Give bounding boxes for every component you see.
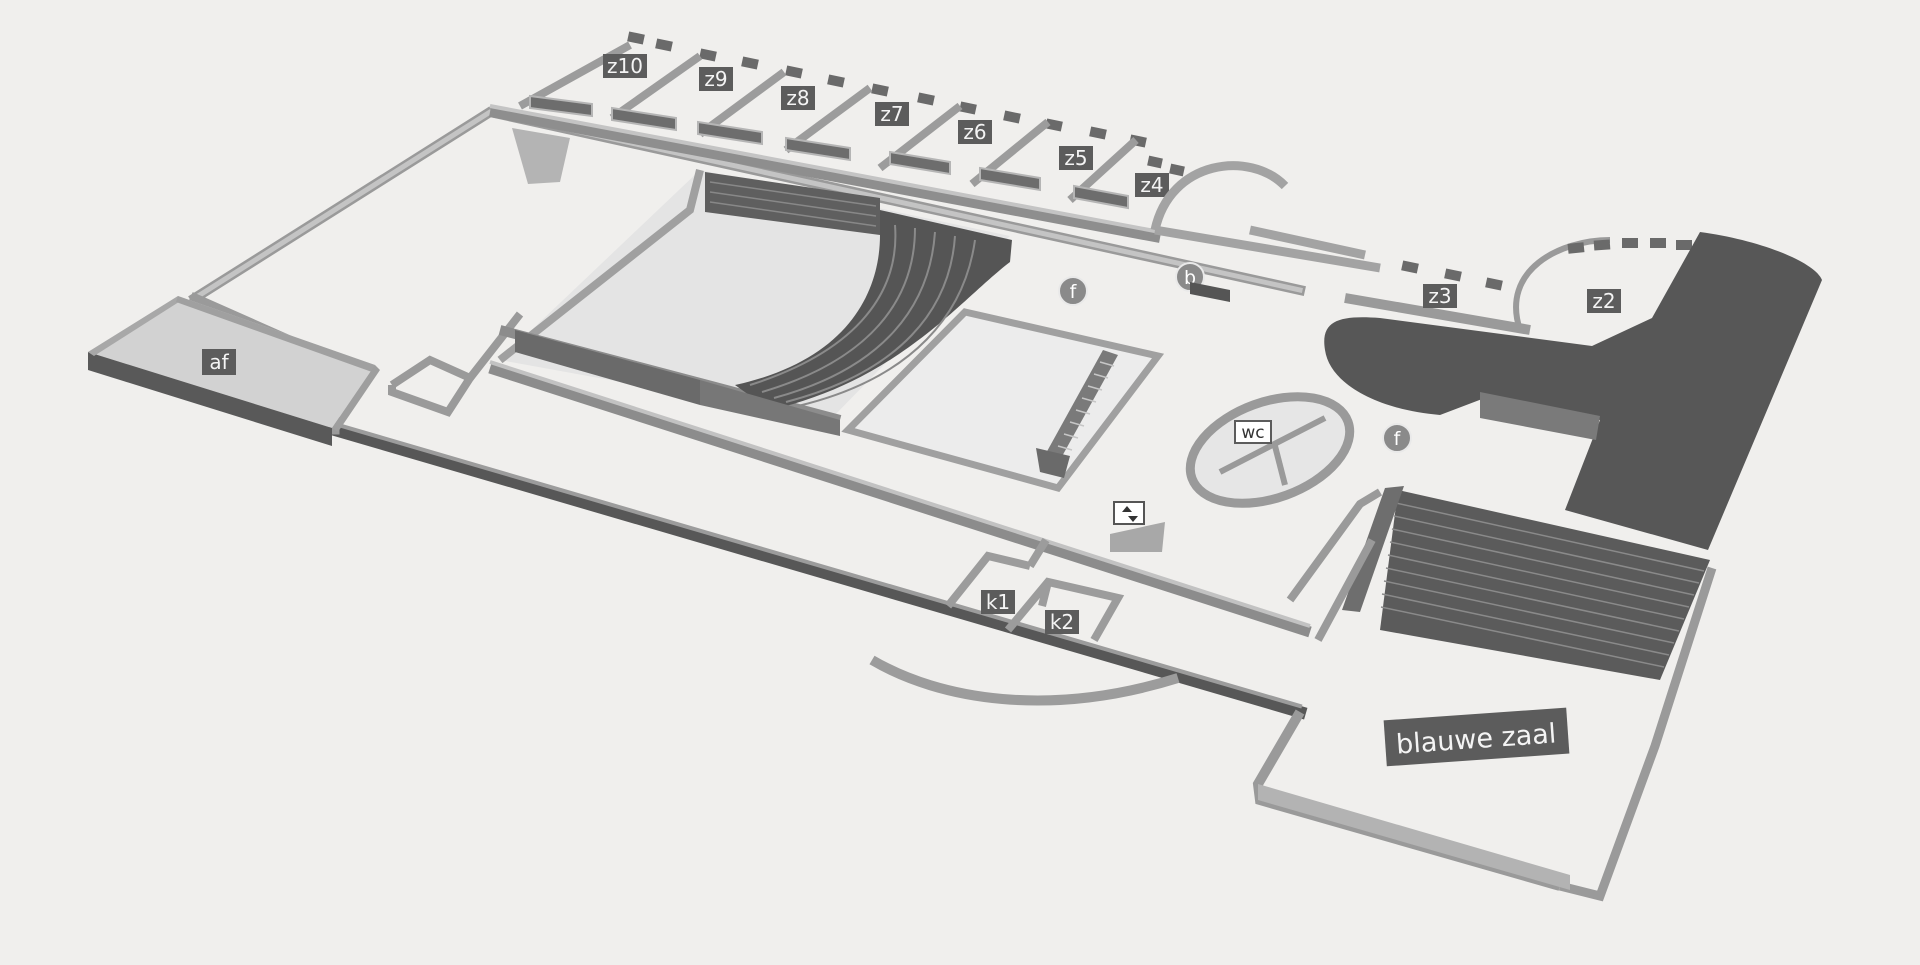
staircase-room: [841, 308, 1165, 493]
label-k2: k2: [1050, 610, 1074, 634]
ramp-wall: [1286, 488, 1383, 603]
curved-wall-z4: [1150, 161, 1381, 273]
label-k1: k1: [986, 590, 1010, 614]
elevator: [1110, 501, 1165, 552]
label-z7-box: [875, 102, 909, 126]
label-k2-box: [1045, 610, 1079, 634]
label-z10: z10: [607, 54, 643, 78]
study-rooms-row: z10 z9 z8 z7 z6 z5 z4: [489, 31, 1185, 243]
label-z5-box: [1059, 146, 1093, 170]
entrance-curve-wall: [869, 655, 1180, 706]
label-z2-box: [1587, 289, 1621, 313]
label-k1-box: [981, 590, 1015, 614]
label-af-box: [202, 349, 236, 375]
label-z10-box: [603, 54, 647, 78]
room-wc: wc: [1185, 392, 1355, 508]
facility-marker-f2: f: [1382, 423, 1412, 453]
label-wc: wc: [1241, 423, 1264, 443]
label-z9-box: [699, 67, 733, 91]
label-z8-box: [781, 86, 815, 110]
label-z4: z4: [1140, 173, 1163, 197]
facility-marker-b: b: [1175, 262, 1230, 302]
room-z3: z3: [1344, 260, 1531, 335]
label-z5: z5: [1064, 146, 1087, 170]
svg-text:f: f: [1394, 428, 1402, 450]
label-z6-box: [958, 120, 992, 144]
rooms-k1-k2: [944, 537, 1125, 642]
pillar: [512, 128, 570, 184]
label-z3: z3: [1428, 284, 1451, 308]
label-z7: z7: [880, 102, 903, 126]
room-af: af: [88, 296, 380, 446]
theater-hall: [497, 169, 1012, 436]
dark-building: [1324, 232, 1822, 550]
room-blauwe-zaal: blauwe zaal: [1252, 566, 1717, 902]
elevator-icon: [1113, 501, 1145, 525]
room-z2: z2: [1513, 237, 1692, 331]
label-wc-box: [1234, 420, 1272, 444]
label-z3-box: [1423, 284, 1457, 308]
corridor-wall: [488, 362, 1312, 638]
svg-text:f: f: [1070, 281, 1078, 303]
blauwe-zaal-seating: [1342, 486, 1710, 680]
label-af: af: [209, 350, 229, 374]
label-z6: z6: [963, 120, 986, 144]
small-rooms-left: [388, 311, 524, 417]
label-blauwe-zaal-box: [1383, 707, 1570, 767]
label-z2: z2: [1592, 289, 1615, 313]
label-z8: z8: [786, 86, 809, 110]
label-z9: z9: [704, 67, 727, 91]
facility-marker-f1: f: [1058, 276, 1088, 306]
label-z4-box: [1135, 173, 1169, 197]
